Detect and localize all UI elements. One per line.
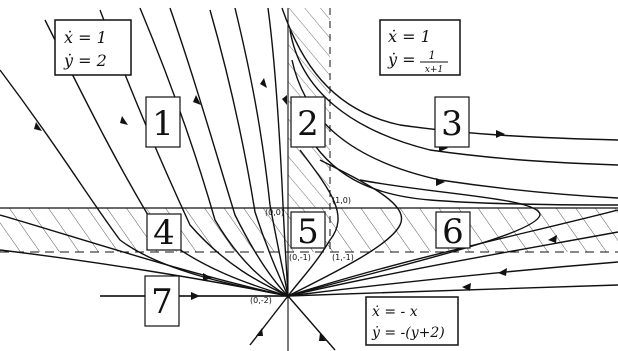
svg-text:7: 7 — [151, 282, 173, 322]
region-label-4: 4 — [146, 213, 182, 253]
region-label-5: 5 — [290, 211, 326, 252]
svg-text:3: 3 — [441, 104, 463, 144]
svg-text:6: 6 — [442, 212, 464, 252]
svg-text:ẏ =: ẏ = — [387, 50, 416, 69]
flow-arrowheads — [34, 78, 557, 341]
region-label-6: 6 — [435, 211, 471, 252]
svg-text:2: 2 — [297, 104, 319, 144]
point-label-0-minus1: (0,-1) — [289, 253, 311, 262]
svg-text:ẏ = 2: ẏ = 2 — [63, 51, 107, 70]
equation-box-bottom-right: ẋ = - x ẏ = -(y+2) — [365, 296, 459, 346]
svg-text:ẋ = 1: ẋ = 1 — [388, 27, 431, 46]
region-label-1: 1 — [145, 96, 181, 148]
svg-text:4: 4 — [153, 213, 175, 253]
point-label-0-minus2: (0,-2) — [250, 296, 272, 305]
trajectories-left — [0, 7, 289, 297]
svg-text:ẏ = -(y+2): ẏ = -(y+2) — [371, 325, 445, 341]
svg-text:1: 1 — [429, 49, 436, 62]
region-label-7: 7 — [144, 275, 180, 327]
svg-text:x+1: x+1 — [425, 65, 443, 75]
equation-box-top-right: ẋ = 1 ẏ = 1 x+1 — [379, 19, 461, 76]
svg-text:1: 1 — [152, 104, 174, 144]
point-label-1-0: (1,0) — [332, 196, 351, 205]
svg-text:ẋ = - x: ẋ = - x — [372, 304, 418, 320]
point-label-1-minus1: (1,-1) — [332, 253, 354, 262]
region-label-2: 2 — [290, 96, 326, 148]
point-label-0-0: (0,0) — [265, 208, 284, 217]
trajectories-bottom — [249, 295, 336, 351]
region-label-3: 3 — [434, 96, 470, 148]
equation-box-top-left: ẋ = 1 ẏ = 2 — [54, 19, 132, 76]
svg-text:ẋ = 1: ẋ = 1 — [64, 28, 107, 47]
svg-text:5: 5 — [297, 212, 319, 252]
